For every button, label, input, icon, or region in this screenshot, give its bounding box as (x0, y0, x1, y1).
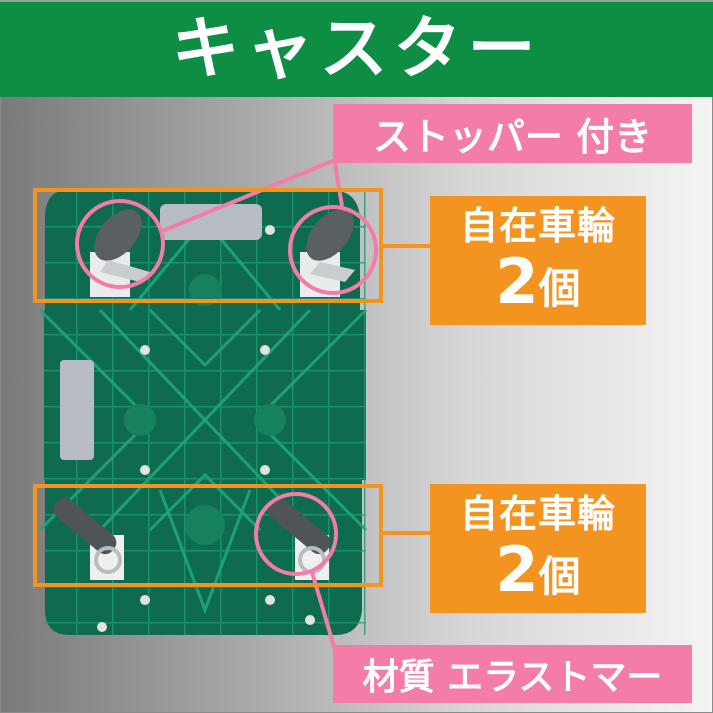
bottom-casters-unit: 個 (538, 552, 581, 602)
header-banner: キャスター (0, 0, 713, 97)
stopper-callout: ストッパー 付き (333, 104, 692, 163)
material-circle (254, 492, 338, 576)
stopper-circle-left (75, 199, 165, 289)
bottom-casters-count: 2 (495, 533, 539, 607)
caster-bottom-left (53, 497, 124, 580)
material-callout: 材質 エラストマー (333, 645, 692, 703)
top-casters-label: 自在車輪 2個 (430, 196, 646, 325)
top-casters-label-title: 自在車輪 (459, 203, 616, 248)
bottom-casters-label-title: 自在車輪 (459, 491, 616, 536)
bottom-casters-label-count: 2個 (495, 536, 580, 604)
bottom-casters-label: 自在車輪 2個 (430, 484, 646, 613)
stopper-callout-text: ストッパー 付き (372, 115, 653, 159)
caster-top-left (90, 209, 150, 297)
cart-base-illustration (40, 190, 370, 640)
stopper-circle-right (288, 205, 378, 295)
top-casters-count: 2 (495, 245, 539, 319)
top-casters-label-count: 2個 (495, 248, 580, 316)
top-casters-frame (33, 188, 383, 303)
page-title: キャスター (171, 9, 542, 89)
bottom-casters-connector (382, 531, 430, 535)
material-callout-text: 材質 エラストマー (362, 657, 663, 698)
bottom-casters-frame (33, 484, 383, 587)
top-casters-connector (382, 244, 430, 248)
top-casters-unit: 個 (538, 264, 581, 314)
